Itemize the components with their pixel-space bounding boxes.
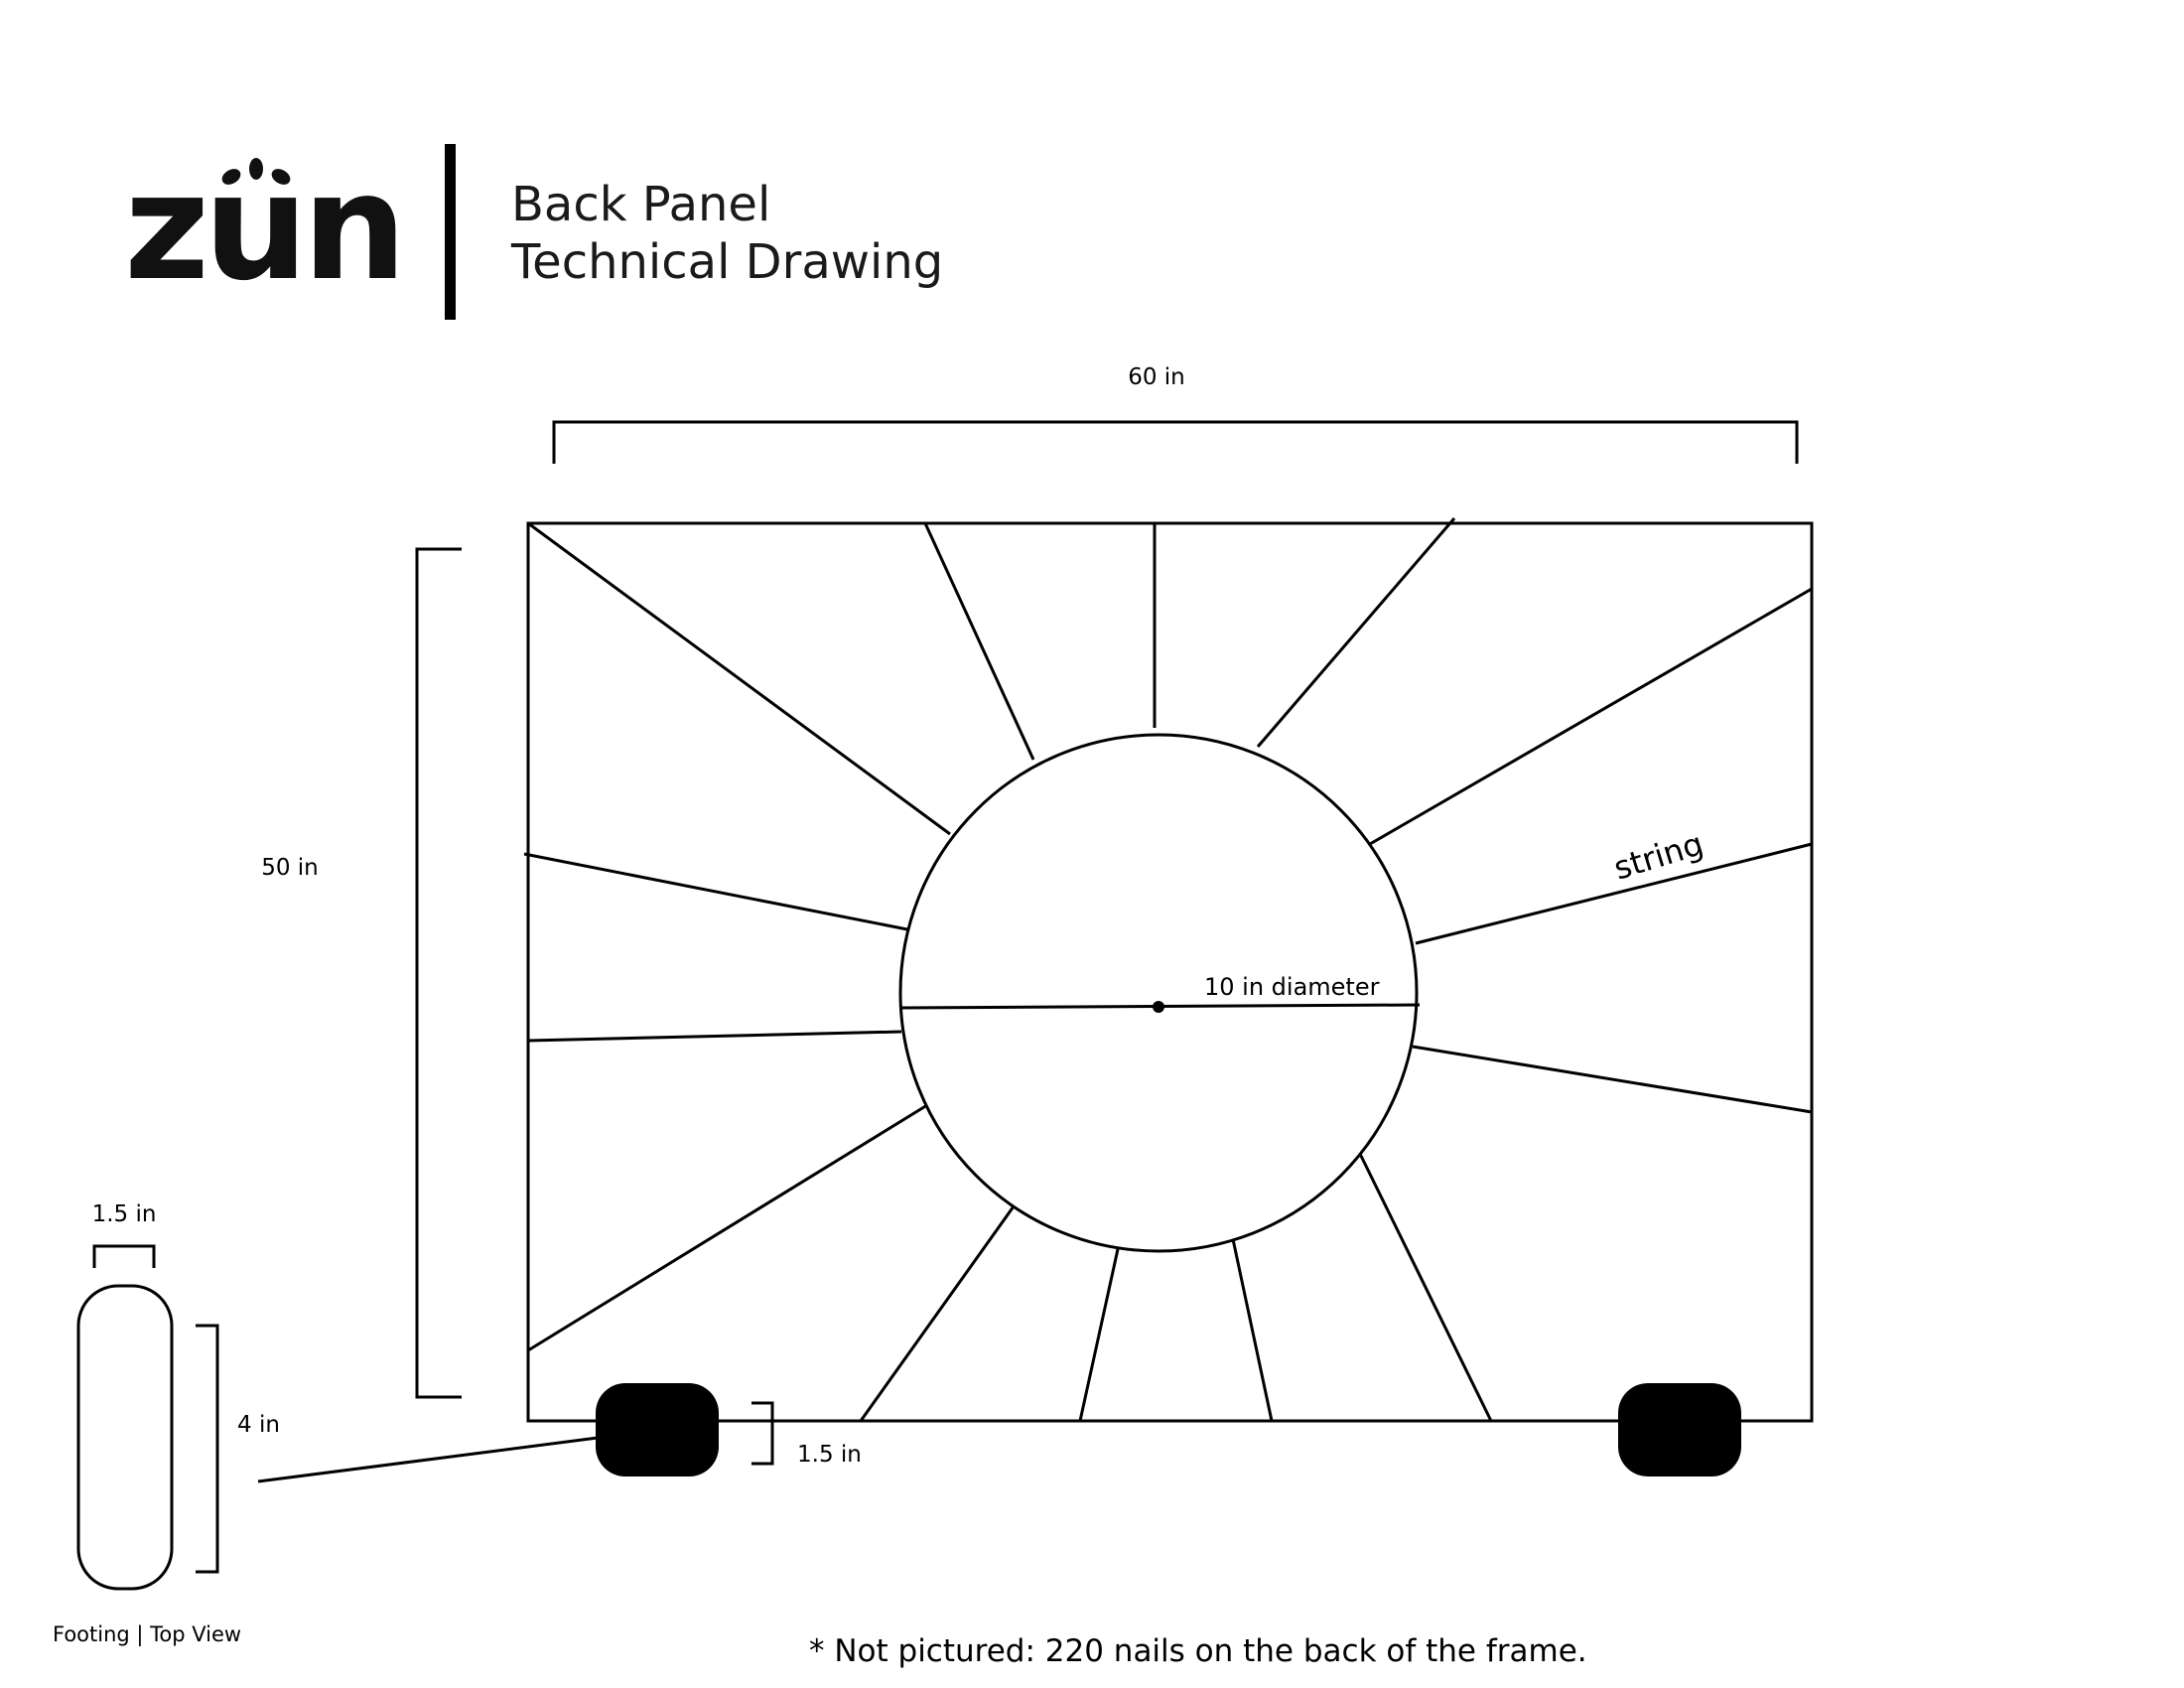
footing-caption: Footing | Top View (53, 1622, 241, 1647)
footing-width-bracket (92, 1244, 156, 1268)
string-line (527, 1103, 928, 1352)
height-dimension-label: 50 in (261, 855, 319, 881)
title-line-1: Back Panel (511, 177, 770, 232)
diameter-label: 10 in diameter (1204, 973, 1380, 1001)
logo-leaf-left (221, 169, 241, 185)
string-line (527, 521, 951, 836)
center-point (1153, 1001, 1164, 1013)
height-dimension-bracket (415, 547, 462, 1399)
footing-top-view (76, 1284, 174, 1591)
string-line (523, 852, 908, 931)
footing-left (596, 1383, 719, 1477)
string-label: string (1609, 824, 1707, 887)
footnote: * Not pictured: 220 nails on the back of… (809, 1633, 1587, 1669)
string-line (1231, 1238, 1274, 1422)
footing-height-label: 1.5 in (797, 1442, 862, 1468)
logo-leaf-center (249, 158, 263, 180)
string-line (1415, 842, 1813, 945)
string-line (1358, 1153, 1493, 1422)
string-line (859, 1205, 1016, 1422)
string-line (1256, 517, 1456, 748)
title-line-2: Technical Drawing (510, 234, 943, 290)
footing-length-label: 4 in (237, 1412, 280, 1438)
footing-width-label: 1.5 in (92, 1201, 157, 1227)
header-divider (445, 144, 456, 320)
logo: zun (124, 142, 407, 313)
footing-length-bracket (196, 1324, 219, 1574)
string-line (1412, 1045, 1813, 1114)
width-dimension-bracket (552, 420, 1799, 464)
center-circle (898, 733, 1419, 1253)
logo-leaf-right (271, 169, 291, 185)
string-line (527, 1030, 902, 1043)
logo-text: zun (124, 142, 401, 313)
back-panel-outline (526, 521, 1814, 1423)
strings (523, 517, 1813, 1422)
footing-height-bracket (751, 1401, 774, 1466)
string-line (1078, 1248, 1120, 1422)
string-line (923, 522, 1035, 761)
footing-leader-line (257, 1436, 599, 1483)
footing-right (1618, 1383, 1741, 1477)
width-dimension-label: 60 in (1128, 364, 1185, 390)
string-line (1369, 587, 1813, 846)
